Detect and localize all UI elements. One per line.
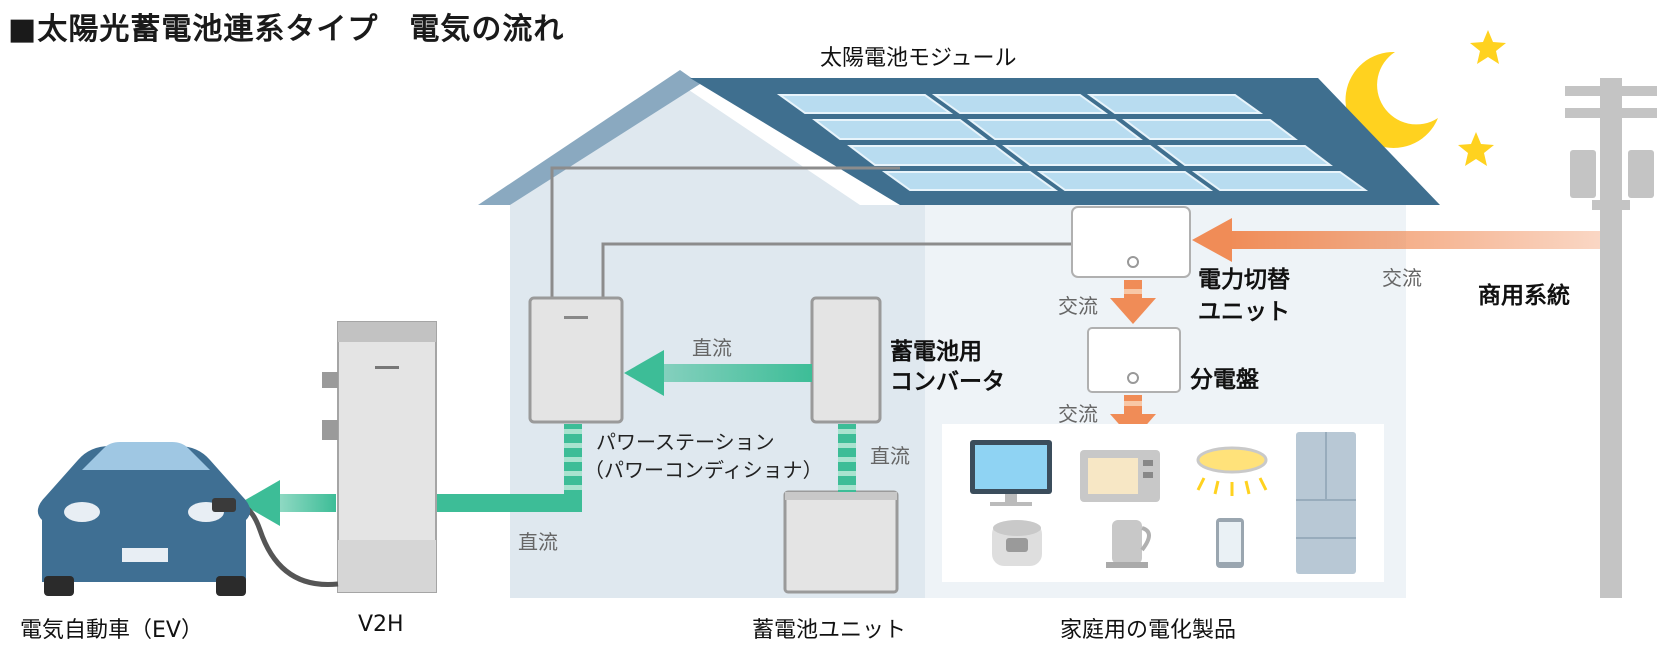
ac-switch-flow-label: 交流 <box>1058 294 1098 318</box>
home-appliances-label: 家庭用の電化製品 <box>1060 618 1237 643</box>
refrigerator-icon <box>1296 432 1356 574</box>
battery-converter <box>810 296 882 424</box>
dc-ev-flow-label: 直流 <box>518 530 558 554</box>
microwave-icon <box>1080 450 1160 502</box>
ac-grid-flow-label: 交流 <box>1382 266 1422 290</box>
page-title: ■太陽光蓄電池連系タイプ 電気の流れ <box>8 12 565 47</box>
kettle-icon <box>1106 520 1151 568</box>
commercial-grid-label: 商用系統 <box>1478 283 1570 309</box>
power-switch-unit <box>1071 206 1191 278</box>
moon-icon <box>1345 51 1438 148</box>
v2h-label: V2H <box>358 612 404 637</box>
ac-flow-grid <box>1192 218 1600 262</box>
rice-cooker-icon <box>992 520 1042 566</box>
switch-unit-label-line1: 電力切替 <box>1198 267 1290 293</box>
utility-pole-icon <box>1565 78 1657 598</box>
ac-board-flow-label: 交流 <box>1058 402 1098 426</box>
star-icon <box>1458 132 1494 166</box>
dc-flow-station-to-ev <box>240 424 582 526</box>
smartphone-icon <box>1216 518 1244 568</box>
power-station-label-line2: （パワーコンディショナ） <box>584 458 823 482</box>
ceiling-light-icon <box>1196 446 1268 496</box>
distribution-board <box>1087 327 1181 393</box>
dc-flow-converter-to-station <box>624 350 812 396</box>
battery-converter-label-line1: 蓄電池用 <box>890 339 982 365</box>
star-icon <box>1470 30 1506 64</box>
dc-flow-battery-to-converter <box>838 424 856 492</box>
switch-unit-label-line2: ユニット <box>1198 299 1290 325</box>
battery-unit <box>783 490 899 594</box>
wiring <box>550 166 1072 300</box>
dc-converter-flow-label: 直流 <box>692 336 732 360</box>
tv-icon <box>970 440 1052 506</box>
distribution-board-label: 分電盤 <box>1190 367 1259 393</box>
battery-converter-label-line2: コンバータ <box>890 369 1005 395</box>
ev-label: 電気自動車（EV） <box>20 618 203 643</box>
v2h-unit <box>322 321 437 593</box>
car-icon <box>37 442 251 596</box>
battery-unit-label: 蓄電池ユニット <box>752 618 907 643</box>
power-station <box>528 296 624 424</box>
ac-flow-switch-to-board <box>1110 280 1156 324</box>
solar-module-label: 太陽電池モジュール <box>820 46 1017 71</box>
power-station-label-line1: パワーステーション <box>596 430 775 454</box>
dc-battery-flow-label: 直流 <box>870 444 910 468</box>
solar-panel-array <box>776 94 1369 191</box>
